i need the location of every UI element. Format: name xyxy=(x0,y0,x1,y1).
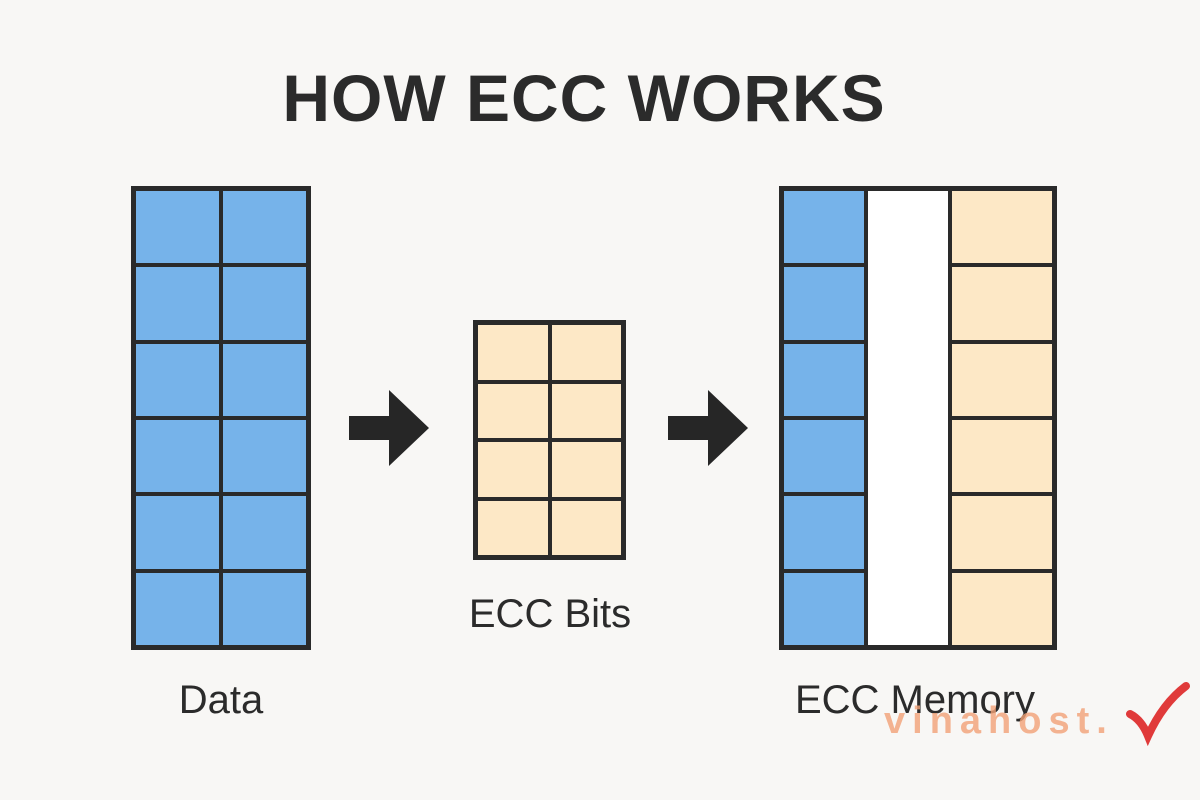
memory-data-cell xyxy=(784,191,864,264)
memory-ecc-cell xyxy=(952,343,1052,416)
data-bit-cell xyxy=(223,496,306,569)
memory-ecc-cell xyxy=(952,267,1052,340)
memory-data-cell xyxy=(784,420,864,493)
checkmark-icon xyxy=(1126,682,1190,747)
data-bit-cell xyxy=(223,343,306,416)
ecc-bit-cell xyxy=(478,442,548,497)
data-bit-cell xyxy=(136,496,219,569)
memory-data-cell xyxy=(784,267,864,340)
memory-ecc-cell xyxy=(952,496,1052,569)
data-bit-cell xyxy=(136,343,219,416)
data-bit-cell xyxy=(223,191,306,264)
memory-ecc-cell xyxy=(952,572,1052,645)
ecc-bit-cell xyxy=(551,442,621,497)
ecc-memory-block xyxy=(779,186,1057,650)
data-bit-cell xyxy=(223,572,306,645)
data-bit-cell xyxy=(223,267,306,340)
data-bit-cell xyxy=(136,572,219,645)
diagram-title: HOW ECC WORKS xyxy=(282,61,886,135)
ecc-bit-cell xyxy=(551,500,621,555)
arrow-right-icon xyxy=(668,390,748,466)
arrow-right-icon xyxy=(349,390,429,466)
memory-data-cell xyxy=(784,343,864,416)
memory-ecc-cell xyxy=(952,420,1052,493)
data-bit-cell xyxy=(223,420,306,493)
data-bit-cell xyxy=(136,267,219,340)
data-bit-cell xyxy=(136,191,219,264)
ecc-bit-cell xyxy=(478,500,548,555)
ecc-memory-label: ECC Memory xyxy=(794,678,1036,722)
ecc-bit-cell xyxy=(551,383,621,438)
memory-data-cell xyxy=(784,572,864,645)
data-bit-cell xyxy=(136,420,219,493)
memory-ecc-column xyxy=(952,191,1052,645)
watermark-logo: vinahost. xyxy=(884,700,1114,742)
memory-spacer-column xyxy=(868,191,948,645)
ecc-bits-label: ECC Bits xyxy=(468,592,632,636)
memory-ecc-cell xyxy=(952,191,1052,264)
memory-data-column xyxy=(784,191,864,645)
ecc-bits-block xyxy=(473,320,626,560)
data-label: Data xyxy=(178,678,264,722)
ecc-bit-cell xyxy=(551,325,621,380)
ecc-bit-cell xyxy=(478,325,548,380)
ecc-bit-cell xyxy=(478,383,548,438)
data-block xyxy=(131,186,311,650)
memory-data-cell xyxy=(784,496,864,569)
